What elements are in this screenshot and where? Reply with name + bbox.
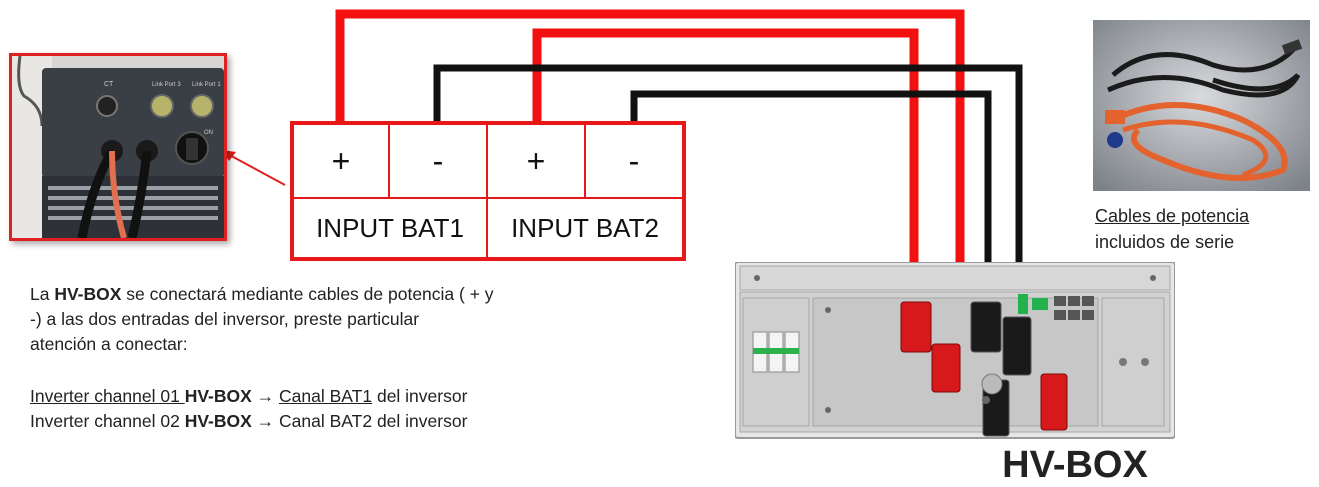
breakers-icon	[752, 331, 800, 373]
description-line2: -) a las dos entradas del inversor, pres…	[30, 309, 420, 329]
arrow-right-icon: →	[251, 411, 280, 431]
red-wire-bat1-plus	[335, 9, 965, 300]
hvbox-title: HV-BOX	[1002, 444, 1148, 486]
inverter-label-link1: Link Port 1	[192, 82, 221, 88]
terminal-minus-bat1: -	[390, 125, 488, 199]
arrow-icon	[222, 150, 286, 186]
inverter-photo: CT Link Port 3 Link Port 1 ON	[9, 53, 227, 241]
inverter-label-link3: Link Port 3	[152, 82, 181, 88]
hvbox-bold: HV-BOX	[54, 284, 122, 304]
terminal-plus-bat2: +	[488, 125, 586, 199]
description-line3: atención a conectar:	[30, 334, 188, 354]
input-bat1-label: INPUT BAT1	[294, 199, 488, 257]
red-wire-bat2-plus	[532, 28, 919, 300]
terminal-table: + - + - INPUT BAT1 INPUT BAT2	[290, 121, 686, 261]
cables-photo	[1093, 20, 1310, 191]
input-bat2-label: INPUT BAT2	[511, 212, 659, 243]
arrow-right-icon: →	[251, 386, 280, 406]
description-line1: La HV-BOX se conectará mediante cables d…	[30, 284, 494, 304]
terminal-minus-bat2: -	[586, 125, 682, 199]
inverter-label-on: ON	[204, 130, 213, 136]
terminal-plus-bat1: +	[294, 125, 390, 199]
hvbox-device	[735, 262, 1175, 439]
black-wire-bat2-minus	[630, 90, 992, 310]
cables-caption-line2: incluidos de serie	[1095, 232, 1235, 252]
inverter-label-ct: CT	[104, 81, 114, 88]
cables-caption-line1: Cables de potencia	[1095, 206, 1250, 226]
channel-mapping-row-2: Inverter channel 02 HV-BOX → Canal BAT2 …	[30, 411, 468, 431]
black-wire-bat1-minus	[433, 64, 1023, 320]
channel-mapping-row-1: Inverter channel 01 HV-BOX → Canal BAT1 …	[30, 386, 468, 406]
